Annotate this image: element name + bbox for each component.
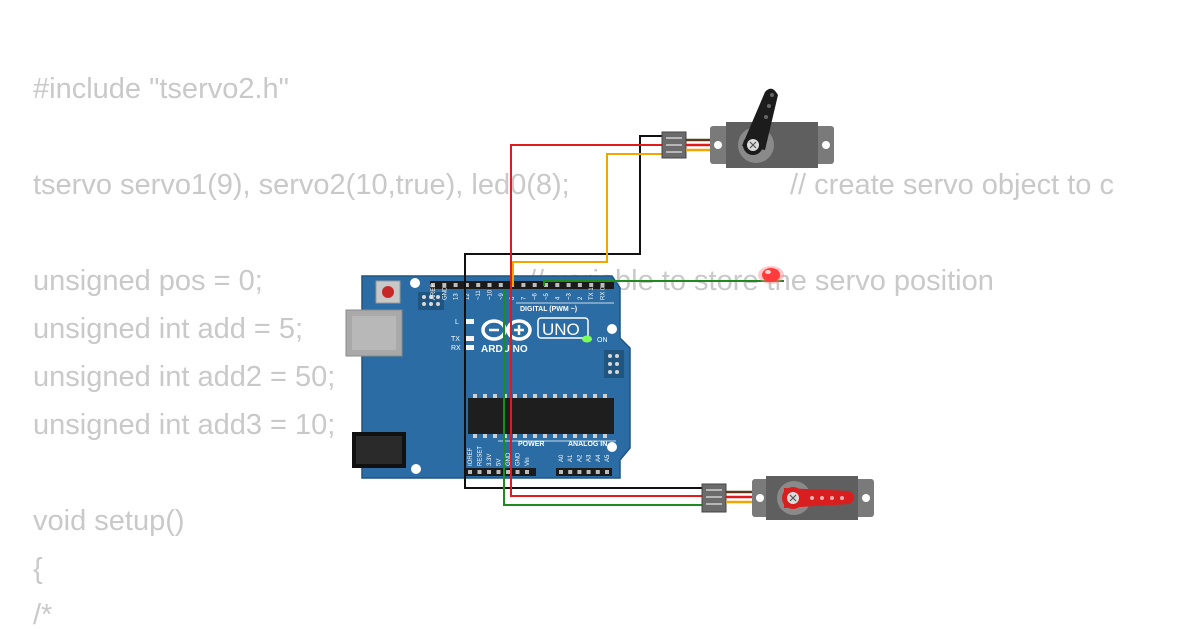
digital-pin-label: RX 0 xyxy=(601,286,607,300)
mounting-hole xyxy=(410,278,420,288)
digital-pin-label: GND xyxy=(442,286,448,300)
wire-servo2-signal[interactable] xyxy=(503,290,702,506)
digital-pin-label: ~10 xyxy=(488,289,494,300)
digital-pin-label: ~11 xyxy=(476,290,482,300)
mounting-hole xyxy=(411,464,421,474)
digital-pin-hole xyxy=(476,283,481,287)
code-line-add2: unsigned int add2 = 50; xyxy=(33,361,336,393)
power-pin-label: GND xyxy=(506,452,512,466)
digital-pin-label: 12 xyxy=(465,293,471,300)
power-pin-label: Vin xyxy=(525,457,531,466)
analog-pin-label: A3 xyxy=(587,454,593,462)
digital-pin-label: 13 xyxy=(454,293,460,300)
code-line-add3: unsigned int add3 = 10; xyxy=(33,409,336,441)
tx-label: TX xyxy=(451,336,460,343)
code-line-setup: void setup() xyxy=(33,505,185,537)
digital-pin-label: ~5 xyxy=(544,292,550,300)
power-pin-label: IOREF xyxy=(468,447,474,466)
l-label: L xyxy=(455,319,459,326)
digital-pin-hole xyxy=(544,283,548,287)
digital-pin-label: 7 xyxy=(521,296,527,300)
mounting-hole xyxy=(607,324,617,334)
code-line-brace: { xyxy=(33,553,43,585)
digital-pin-hole xyxy=(555,283,560,287)
digital-pin-hole xyxy=(431,283,435,287)
digital-pin-label: AREF xyxy=(431,284,437,300)
code-editor-background: #include "tservo2.h" tservo servo1(9), s… xyxy=(33,73,1114,630)
code-line-tservo: tservo servo1(9), servo2(10,true), led0(… xyxy=(33,169,570,201)
analog-label: ANALOG IN xyxy=(568,441,607,448)
digital-pin-hole xyxy=(487,283,492,287)
rx-label: RX xyxy=(451,345,461,352)
servo2-connector xyxy=(701,483,727,513)
digital-pin-label: ~3 xyxy=(567,292,573,300)
digital-label: DIGITAL (PWM ~) xyxy=(520,306,577,313)
power-pin-label: GND xyxy=(516,452,522,466)
code-line-tservo-comment: // create servo object to c xyxy=(790,169,1114,201)
analog-pin-label: A4 xyxy=(596,454,602,462)
wires xyxy=(464,135,768,506)
code-line-add: unsigned int add = 5; xyxy=(33,313,304,345)
model-label: UNO xyxy=(542,320,580,339)
servo1-icon[interactable] xyxy=(661,88,834,168)
digital-pin-hole xyxy=(453,283,458,287)
power-header[interactable] xyxy=(466,468,536,476)
servo1-horn-icon xyxy=(742,88,778,150)
power-pin-label: RESET xyxy=(478,446,484,466)
arduino-uno-board[interactable]: AREF GND 13 12 ~11 ~10 ~9 8 7 ~6 ~5 4 ~3 2 TX 1 RX 0 DI… xyxy=(345,275,631,479)
power-pin-label: 3.3V xyxy=(487,454,493,466)
analog-header[interactable] xyxy=(556,468,612,476)
power-label: POWER xyxy=(518,441,544,448)
digital-pin-hole xyxy=(442,283,447,287)
atmega-chip-icon xyxy=(468,394,614,438)
digital-pin-hole xyxy=(600,283,605,287)
power-on-led-icon xyxy=(582,335,592,343)
analog-pin-label: A5 xyxy=(605,454,611,462)
power-pin-label: 5V xyxy=(497,459,503,466)
wire-led-signal[interactable] xyxy=(543,280,768,286)
digital-pin-hole xyxy=(532,283,537,287)
servo2-icon[interactable] xyxy=(701,476,874,520)
icsp-header xyxy=(418,292,444,310)
mounting-hole xyxy=(607,442,617,452)
on-label: ON xyxy=(597,337,608,344)
digital-pin-hole xyxy=(566,283,571,287)
code-line-comment-start: /* xyxy=(33,599,53,630)
analog-pin-label: A0 xyxy=(559,454,565,462)
rx-led-icon xyxy=(466,345,474,350)
digital-pin-label: 2 xyxy=(578,296,584,300)
analog-pin-label: A1 xyxy=(568,454,574,462)
digital-pin-label: ~9 xyxy=(499,292,505,300)
icsp2-header xyxy=(604,350,624,378)
digital-pin-label: TX 1 xyxy=(589,287,595,300)
digital-pin-label: ~6 xyxy=(533,292,539,300)
wire-servo1-vcc[interactable] xyxy=(510,144,702,497)
digital-pin-label: 8 xyxy=(510,296,516,300)
digital-pin-label: 4 xyxy=(555,296,561,300)
code-line-include: #include "tservo2.h" xyxy=(33,73,289,105)
led-icon[interactable] xyxy=(758,266,784,284)
wire-servo1-signal[interactable] xyxy=(512,153,662,286)
digital-pin-hole xyxy=(589,283,594,287)
digital-pin-hole xyxy=(521,283,526,287)
code-line-pos: unsigned pos = 0; xyxy=(33,265,263,297)
tx-led-icon xyxy=(466,336,474,341)
analog-pin-label: A2 xyxy=(577,454,583,462)
digital-pin-labels: AREF GND 13 12 ~11 ~10 ~9 8 7 ~6 ~5 4 ~3 2 TX 1 RX 0 xyxy=(431,284,607,300)
digital-pin-hole xyxy=(577,283,582,287)
digital-pin-hole xyxy=(464,283,469,287)
l-led-icon xyxy=(466,319,474,324)
digital-pin-hole xyxy=(498,283,503,287)
